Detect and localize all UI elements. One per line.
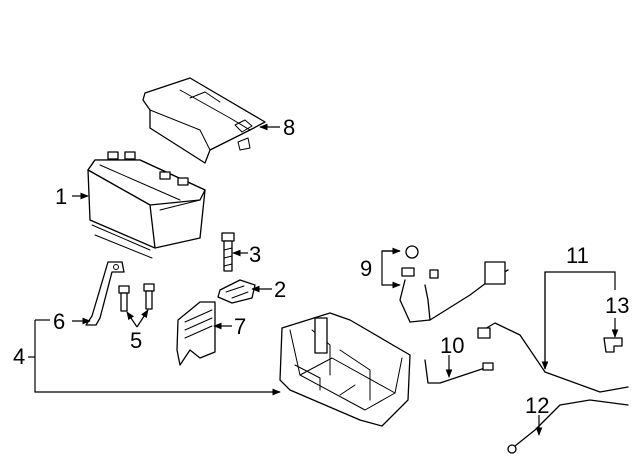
battery-tray-part (279, 312, 411, 427)
cable-12-part (507, 399, 629, 454)
hold-down-bracket-part (85, 261, 125, 326)
callout-3: 3 (249, 242, 261, 267)
callout-4: 4 (13, 344, 25, 369)
cable-11-part (477, 322, 629, 393)
battery-clamp-part (217, 279, 256, 304)
callout-11: 11 (566, 243, 589, 268)
battery-part (87, 151, 206, 259)
callout-12: 12 (525, 393, 549, 418)
hold-down-bolt-part (221, 232, 235, 272)
bolts-part (118, 283, 155, 312)
callout-9: 9 (360, 256, 372, 281)
connector-13-part (603, 337, 623, 353)
callout-10: 10 (440, 333, 464, 358)
callout-leaders (28, 123, 619, 436)
battery-cable-assembly-part (399, 108, 544, 323)
callout-1: 1 (55, 184, 67, 209)
callout-6: 6 (53, 309, 65, 334)
callout-7: 7 (234, 314, 246, 339)
cable-10-part (424, 359, 494, 384)
callout-5: 5 (130, 328, 142, 353)
callout-8: 8 (283, 115, 295, 140)
callout-13: 13 (605, 293, 629, 318)
bracket-part (176, 301, 216, 366)
battery-cover-part (142, 77, 266, 164)
callout-2: 2 (274, 277, 286, 302)
